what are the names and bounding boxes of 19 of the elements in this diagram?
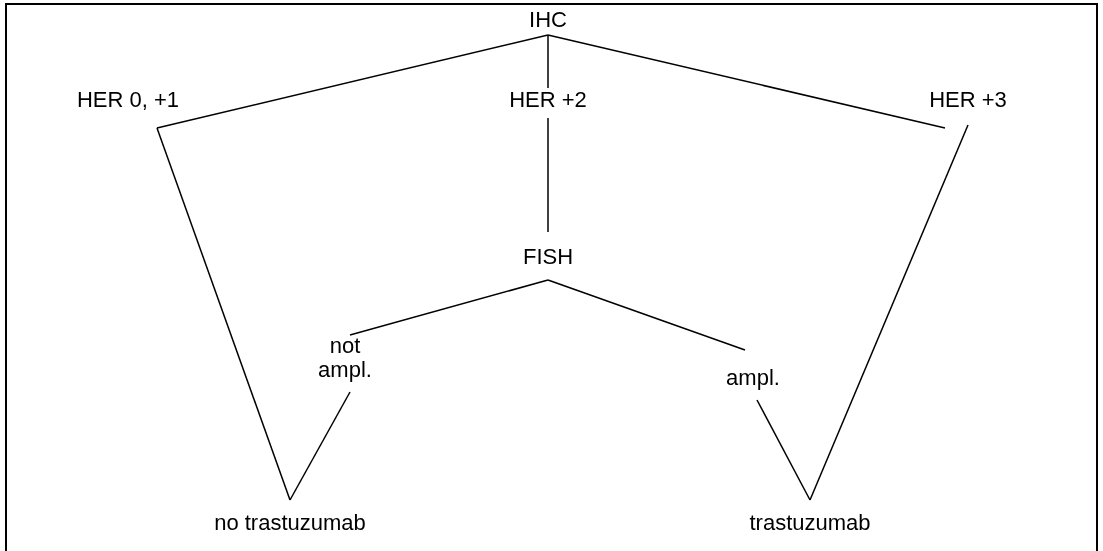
node-label: IHC — [529, 8, 567, 32]
node-label: no trastuzumab — [214, 511, 366, 535]
connector-line — [547, 34, 946, 129]
node-label: HER +3 — [929, 88, 1007, 112]
connector-line — [547, 117, 549, 233]
node-label: trastuzumab — [749, 511, 871, 535]
node-label: not ampl. — [317, 334, 373, 382]
node-label: FISH — [522, 245, 574, 269]
connector-line — [756, 399, 811, 501]
node-label: HER +2 — [509, 88, 587, 112]
connector-line — [809, 124, 969, 501]
node-label: HER 0, +1 — [76, 88, 180, 112]
connector-line — [289, 391, 351, 501]
node-label: ampl. — [726, 366, 780, 390]
connector-line — [156, 127, 291, 501]
connector-line — [156, 34, 549, 129]
connector-line — [547, 279, 746, 351]
connector-line — [349, 279, 549, 336]
connector-line — [547, 34, 549, 89]
